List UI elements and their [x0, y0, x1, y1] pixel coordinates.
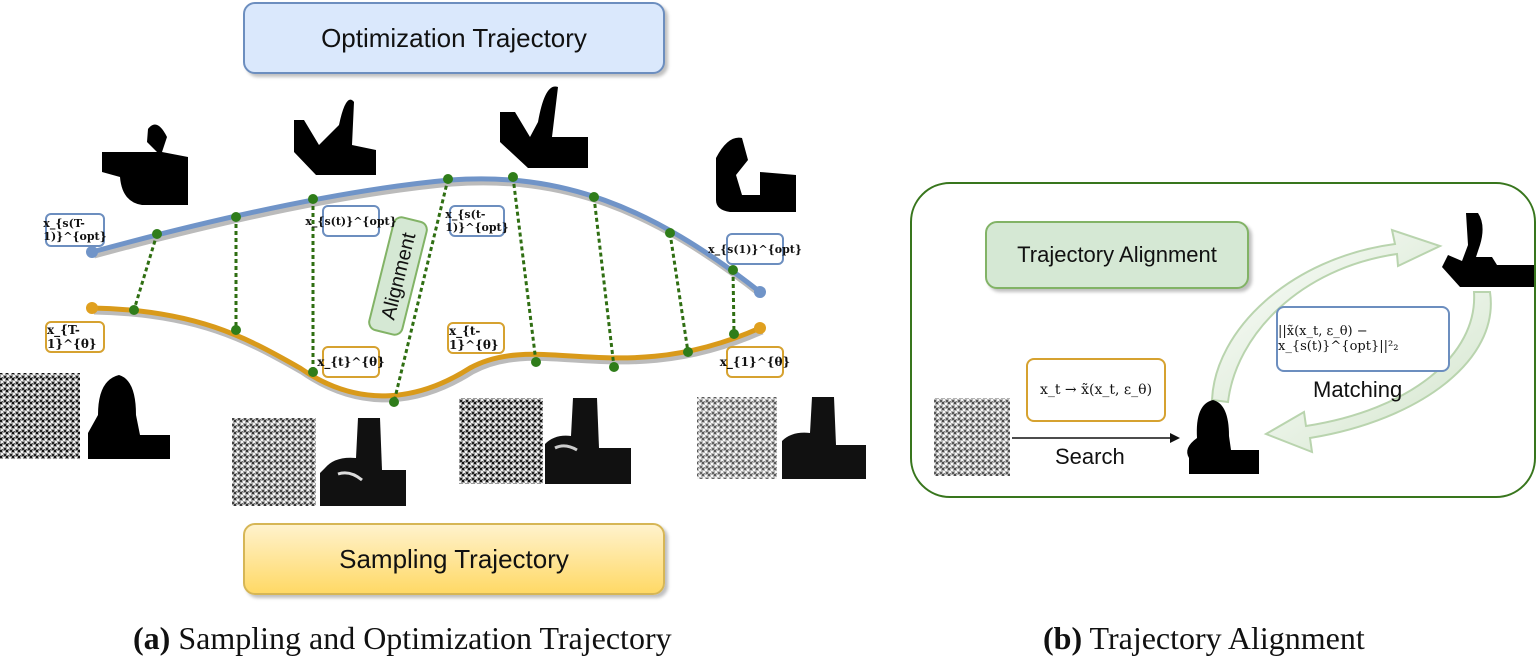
search-arrowhead: [1170, 433, 1180, 443]
target-shape: [1442, 213, 1536, 287]
trajectory-node: [531, 357, 541, 367]
samp-label-t-1: x_{t-1}^{θ}: [447, 322, 505, 354]
trajectory-node: [665, 228, 675, 238]
trajectory-node: [729, 329, 739, 339]
samp-label-1: x_{1}^{θ}: [720, 346, 790, 378]
trajectory-node: [609, 362, 619, 372]
alignment-link: [592, 196, 616, 368]
caption-a: (a) Sampling and Optimization Trajectory: [133, 620, 672, 657]
samp-label-t: x_{t}^{θ}: [317, 346, 385, 378]
optimization-trajectory-shadow: [93, 178, 765, 298]
opt-label-s-t-1: x_{s(t-1)}^{opt}: [445, 205, 509, 237]
opt-shape-4: [716, 137, 796, 212]
samp-end-point: [754, 322, 766, 334]
caption-b-tag: (b): [1043, 620, 1083, 656]
samp-start-point: [86, 302, 98, 314]
trajectory-node: [231, 325, 241, 335]
noise-image-2: [232, 418, 316, 506]
sampling-trajectory: [91, 305, 762, 399]
search-label: Search: [1055, 444, 1125, 469]
alignment-link: [132, 233, 159, 311]
trajectory-node: [308, 367, 318, 377]
alignment-link: [668, 232, 690, 353]
opt-shape-2: [294, 99, 376, 175]
samp-shape-4: [782, 397, 866, 479]
trajectory-node: [728, 265, 738, 275]
opt-label-s-1: x_{s(1)}^{opt}: [708, 233, 802, 265]
opt-shape-1: [102, 124, 188, 205]
trajectory-node: [443, 174, 453, 184]
matching-formula-box: ||x̃(x_t, ε_θ) − x_{s(t)}^{opt}||²₂: [1276, 306, 1450, 372]
samp-label-T-1: x_{T-1}^{θ}: [45, 321, 105, 353]
alignment-link: [392, 178, 450, 403]
trajectory-node: [508, 172, 518, 182]
trajectory-node: [129, 305, 139, 315]
trajectory-node: [683, 347, 693, 357]
caption-a-tag: (a): [133, 620, 171, 656]
search-formula-box: x_t → x̃(x_t, ε_θ): [1026, 358, 1166, 422]
matching-arrow-down: [1263, 291, 1492, 454]
opt-label-s-t: x_{s(t)}^{opt}: [305, 205, 397, 237]
search-result-shape: [1187, 400, 1259, 474]
matching-arrow-up: [1210, 228, 1443, 404]
opt-label-s-T-1: x_{s(T-1)}^{opt}: [43, 213, 107, 247]
trajectory-node: [152, 229, 162, 239]
alignment-link: [511, 176, 538, 363]
opt-shape-3: [500, 86, 588, 168]
alignment-panel-frame: [910, 182, 1536, 498]
optimization-trajectory-title: Optimization Trajectory: [243, 2, 665, 74]
trajectory-node: [231, 212, 241, 222]
samp-shape-1: [88, 375, 170, 459]
trajectory-node: [389, 397, 399, 407]
trajectory-node: [589, 192, 599, 202]
noise-image-3: [459, 398, 543, 484]
matching-label: Matching: [1313, 377, 1403, 402]
trajectory-alignment-title: Trajectory Alignment: [985, 221, 1249, 289]
samp-shape-2: [320, 418, 406, 506]
sampling-trajectory-title: Sampling Trajectory: [243, 523, 665, 595]
trajectory-node: [308, 194, 318, 204]
opt-start-point: [86, 246, 98, 258]
caption-a-text: Sampling and Optimization Trajectory: [170, 620, 672, 656]
alignment-links: [132, 176, 736, 403]
noise-image-4: [697, 397, 777, 479]
opt-end-point: [754, 286, 766, 298]
samp-shape-3: [545, 398, 631, 484]
noise-image-1: [0, 373, 80, 459]
alignment-link: [731, 269, 736, 335]
caption-b-text: Trajectory Alignment: [1082, 620, 1365, 656]
caption-b: (b) Trajectory Alignment: [1043, 620, 1365, 657]
